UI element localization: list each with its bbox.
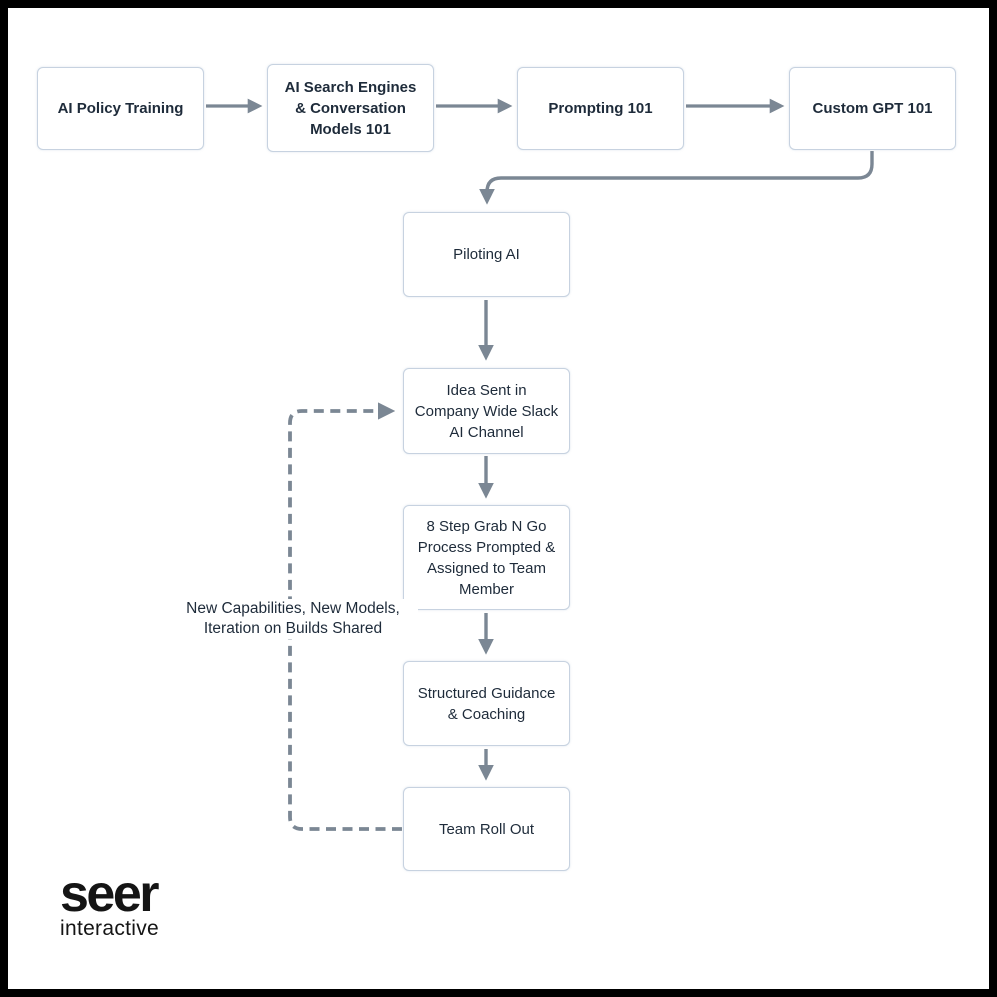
node-label: Structured Guidance & Coaching bbox=[417, 684, 556, 723]
logo-wordmark-seer: seer bbox=[60, 865, 160, 923]
node-team-roll-out: Team Roll Out bbox=[403, 787, 570, 871]
node-label: Piloting AI bbox=[453, 246, 520, 263]
node-prompting-101: Prompting 101 bbox=[517, 67, 684, 150]
node-ai-policy-training: AI Policy Training bbox=[37, 67, 204, 150]
node-grab-n-go-process: 8 Step Grab N Go Process Prompted & Assi… bbox=[403, 505, 570, 610]
feedback-loop-label: New Capabilities, New Models, Iteration … bbox=[168, 599, 418, 639]
node-ai-search-engines-101: AI Search Engines & Conversation Models … bbox=[267, 64, 434, 152]
node-label: Idea Sent in Company Wide Slack AI Chann… bbox=[414, 381, 559, 441]
node-label: Prompting 101 bbox=[548, 100, 653, 117]
node-label: AI Policy Training bbox=[57, 100, 184, 117]
node-structured-guidance: Structured Guidance & Coaching bbox=[403, 661, 570, 746]
node-custom-gpt-101: Custom GPT 101 bbox=[789, 67, 956, 150]
node-label: Team Roll Out bbox=[438, 820, 535, 838]
node-label: 8 Step Grab N Go Process Prompted & Assi… bbox=[417, 517, 556, 598]
arrow-customgpt-to-piloting bbox=[479, 151, 874, 205]
logo-wordmark-interactive: interactive bbox=[60, 917, 160, 940]
node-idea-sent-slack: Idea Sent in Company Wide Slack AI Chann… bbox=[403, 368, 570, 454]
node-label: AI Search Engines & Conversation Models … bbox=[284, 78, 417, 138]
seer-interactive-logo: seer interactive bbox=[60, 865, 160, 940]
node-piloting-ai: Piloting AI bbox=[403, 212, 570, 297]
node-label: Custom GPT 101 bbox=[812, 100, 933, 117]
